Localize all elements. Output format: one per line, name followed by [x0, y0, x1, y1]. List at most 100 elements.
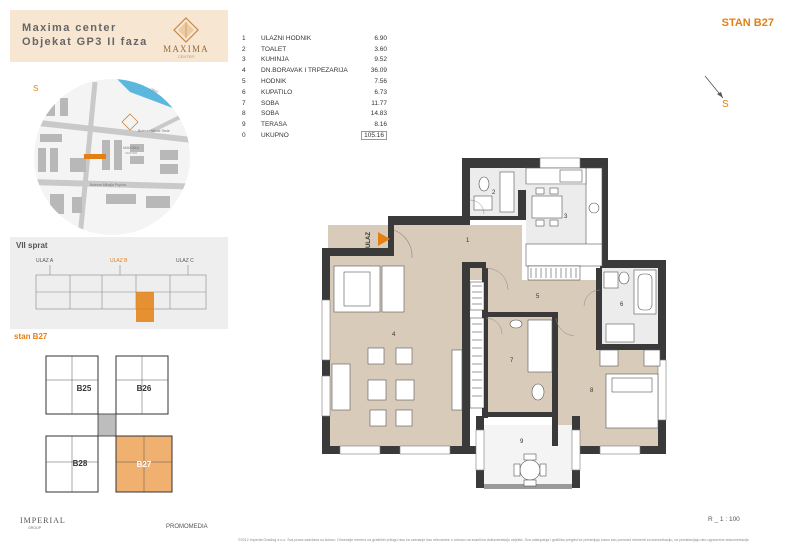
site-brand-sub: CENTER — [125, 151, 138, 155]
room-number: 7 — [242, 99, 246, 107]
room-area: 105.16 — [361, 131, 387, 141]
room-number-labels: 1 2 3 4 5 6 7 8 9 — [392, 190, 624, 445]
room-row: 8 SOBA 14.83 — [238, 109, 390, 120]
room-row: 4 DN.BORAVAK I TRPEZARIJA 36.09 — [238, 65, 390, 76]
living-furniture — [331, 265, 463, 427]
room-number: 2 — [242, 45, 246, 53]
apartment-label-small: stan B27 — [14, 332, 48, 341]
site-map: MAXIMA CENTER Ulica Bulevar Nikole Tesle… — [10, 62, 228, 237]
room-name: HODNIK — [261, 78, 287, 86]
project-header: Maxima center Objekat GP3 II faza MAXIMA… — [10, 10, 228, 62]
room-number-3: 3 — [564, 214, 568, 220]
room-name: SOBA — [261, 110, 280, 118]
project-phase: Objekat GP3 II faza — [22, 36, 148, 48]
room-name: UKUPNO — [261, 132, 289, 140]
room-number: 9 — [242, 121, 246, 129]
room-row: 9 TERASA 8.16 — [238, 119, 390, 130]
left-panel: Maxima center Objekat GP3 II faza MAXIMA… — [10, 10, 228, 548]
floor-label: VII sprat — [16, 241, 48, 250]
floor-key: VII sprat ULAZ A ULAZ B ULAZ C — [10, 237, 228, 329]
room-number: 1 — [242, 34, 246, 42]
terrace-furniture — [513, 453, 547, 487]
room-number: 5 — [242, 78, 246, 86]
floor-key-highlight — [136, 292, 154, 322]
room-area: 14.83 — [370, 110, 387, 118]
room-area: 7.56 — [374, 78, 387, 86]
diamond-logo-icon — [173, 17, 199, 43]
room-area: 11.77 — [371, 99, 387, 107]
floor-key-plan — [35, 265, 207, 322]
unit-label-b26: B26 — [137, 384, 152, 393]
compass-label: S — [722, 99, 729, 110]
room-name: KUPATILO — [261, 88, 293, 96]
promomedia-logo: PROMOMEDIA — [166, 524, 208, 530]
room-row: 5 HODNIK 7.56 — [238, 76, 390, 87]
room-name: ULAZNI HODNIK — [261, 34, 312, 42]
apartment-title: STAN B27 — [721, 17, 774, 29]
entrance-c-label: ULAZ C — [176, 258, 194, 264]
room-number-1: 1 — [466, 238, 470, 244]
corridor-floor — [486, 280, 596, 316]
scale-label: R _ 1 : 100 — [708, 516, 740, 523]
room-number: 8 — [242, 110, 246, 118]
bedroom-furniture — [599, 349, 661, 429]
room-area: 6.73 — [374, 88, 387, 96]
project-name: Maxima center — [22, 22, 117, 34]
room-name: SOBA — [261, 99, 280, 107]
room-name: DN.BORAVAK I TRPEZARIJA — [261, 67, 348, 75]
room-row: 7 SOBA 11.77 — [238, 98, 390, 109]
room-number-8: 8 — [590, 388, 594, 394]
toilet-fixtures — [473, 171, 515, 213]
room-area: 9.52 — [374, 56, 387, 64]
room-row: 2 TOALET 3.60 — [238, 44, 390, 55]
entrance-b-label: ULAZ B — [110, 258, 128, 264]
room-row: 6 KUPATILO 6.73 — [238, 87, 390, 98]
maxima-logo: MAXIMA CENTER — [156, 16, 216, 62]
footer-note: ©2012 Imperial Grading d.o.o. Sva prava … — [238, 538, 750, 542]
site-brand-word: MAXIMA — [123, 145, 139, 150]
apartment-map: B25 B26 B28 B27 — [24, 350, 202, 500]
imperial-logo: IMPERIAL — [20, 516, 66, 525]
unit-label-b27: B27 — [137, 460, 152, 469]
room-number-4: 4 — [392, 332, 396, 338]
site-brand-logo — [121, 113, 139, 131]
room-number: 6 — [242, 88, 246, 96]
room-number-9: 9 — [520, 439, 524, 445]
room-row: 1 ULAZNI HODNIK 6.90 — [238, 33, 390, 44]
windows — [321, 157, 667, 471]
site-compass-label: S — [33, 84, 39, 93]
entrance-arrow-icon — [378, 232, 390, 246]
room-number-7: 7 — [510, 358, 514, 364]
bath-fixtures — [603, 269, 657, 343]
unit-label-b25: B25 — [77, 384, 92, 393]
imperial-logo-sub: GROUP — [28, 526, 42, 530]
room-area: 36.09 — [370, 67, 387, 75]
entrance-a-label: ULAZ A — [36, 258, 54, 264]
compass-arrow-icon — [704, 75, 724, 99]
street-label-2: Bulevar Nikole Tesle — [138, 129, 170, 133]
room-number-5: 5 — [536, 294, 540, 300]
street-label-3: Bulevar Mihajla Pupina — [90, 183, 126, 187]
street-label-1: Ulica — [150, 87, 159, 93]
room-area: 6.90 — [374, 34, 387, 42]
logo-sub: CENTER — [177, 54, 195, 59]
room-number: 3 — [242, 56, 246, 64]
unit-label-b28: B28 — [73, 459, 88, 468]
toilet-floor — [470, 168, 526, 218]
location-marker — [84, 154, 106, 159]
room-number-6: 6 — [620, 302, 624, 308]
room-number: 4 — [242, 67, 246, 75]
entrance-label: ULAZ — [366, 232, 372, 248]
hall-floor — [392, 225, 522, 280]
room-area: 3.60 — [374, 45, 387, 53]
room-number-2: 2 — [492, 190, 496, 196]
logo-word: MAXIMA — [163, 44, 209, 54]
room-area: 8.16 — [374, 121, 387, 129]
room-name: TERASA — [261, 121, 288, 129]
kitchen-counter — [525, 167, 603, 267]
room-name: TOALET — [261, 45, 287, 53]
